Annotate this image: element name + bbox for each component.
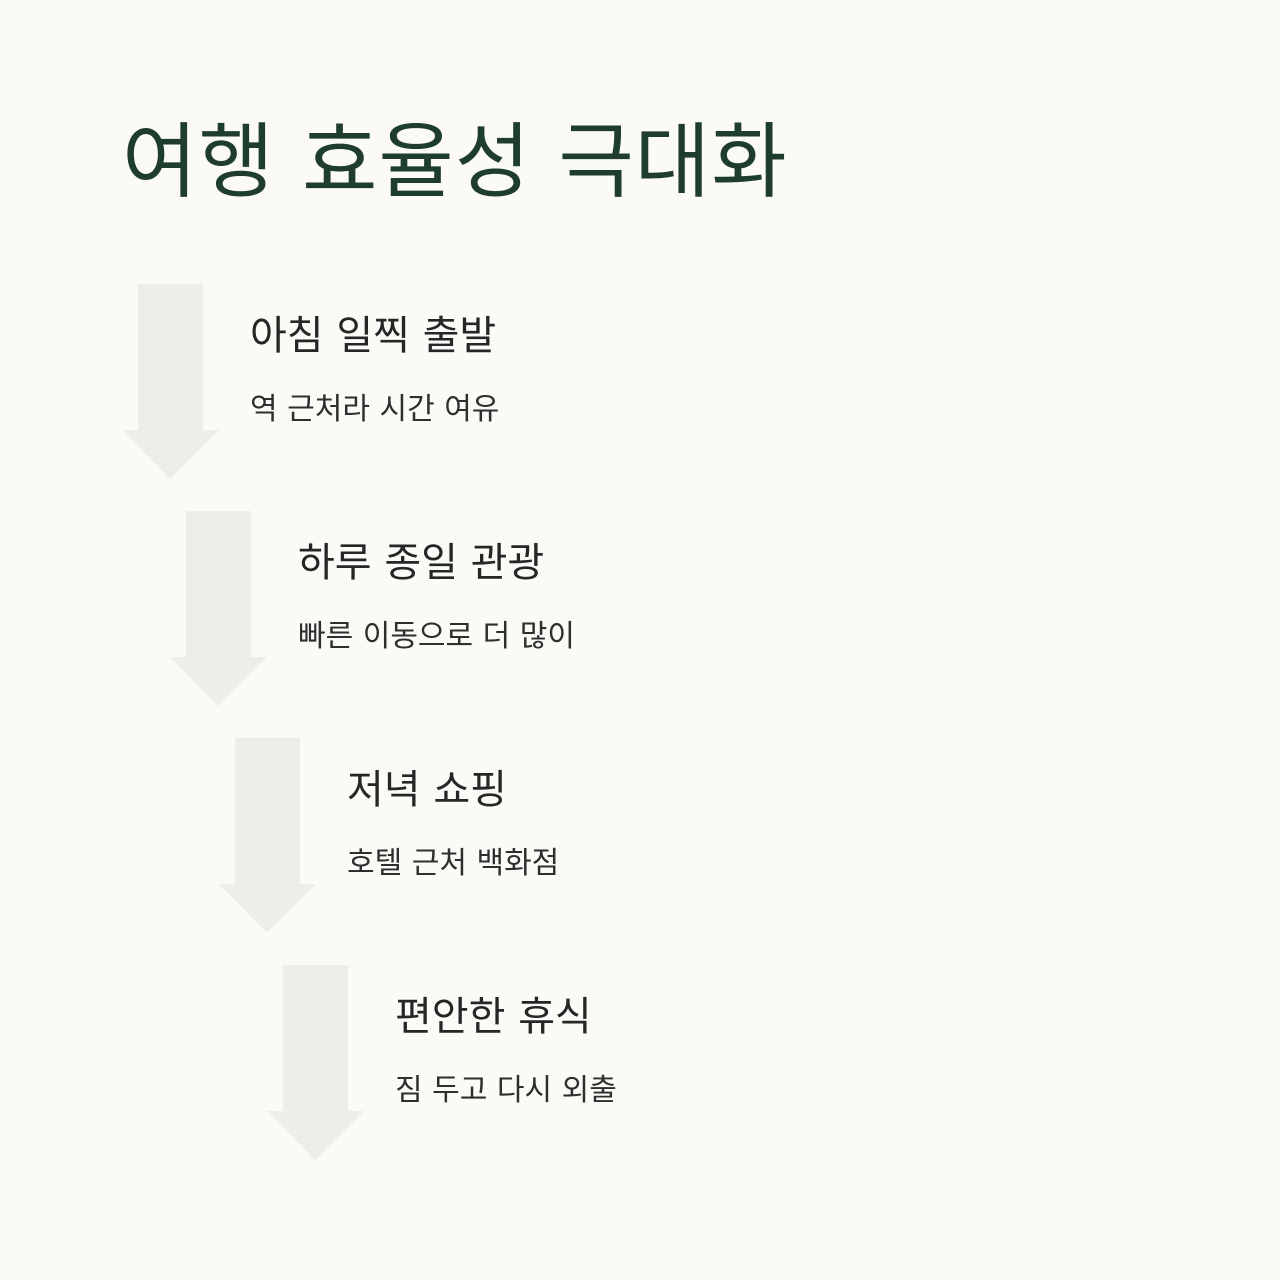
down-arrow-icon — [267, 965, 364, 1160]
down-arrow-icon — [122, 284, 219, 479]
step-heading: 저녁 쇼핑 — [347, 767, 507, 813]
step-heading: 하루 종일 관광 — [298, 540, 545, 586]
down-arrow-icon — [219, 738, 316, 933]
step-description: 짐 두고 다시 외출 — [395, 1073, 617, 1108]
down-arrow-icon — [170, 511, 267, 706]
step-3: 저녁 쇼핑 호텔 근처 백화점 — [219, 738, 1019, 938]
step-1: 아침 일찍 출발 역 근처라 시간 여유 — [122, 284, 922, 484]
step-description: 호텔 근처 백화점 — [347, 846, 560, 881]
page-title: 여행 효율성 극대화 — [122, 115, 788, 210]
step-4: 편안한 휴식 짐 두고 다시 외출 — [267, 965, 1067, 1165]
step-description: 빠른 이동으로 더 많이 — [298, 619, 576, 654]
step-heading: 편안한 휴식 — [395, 994, 592, 1040]
step-heading: 아침 일찍 출발 — [250, 313, 497, 359]
step-2: 하루 종일 관광 빠른 이동으로 더 많이 — [170, 511, 970, 711]
step-description: 역 근처라 시간 여유 — [250, 392, 500, 427]
